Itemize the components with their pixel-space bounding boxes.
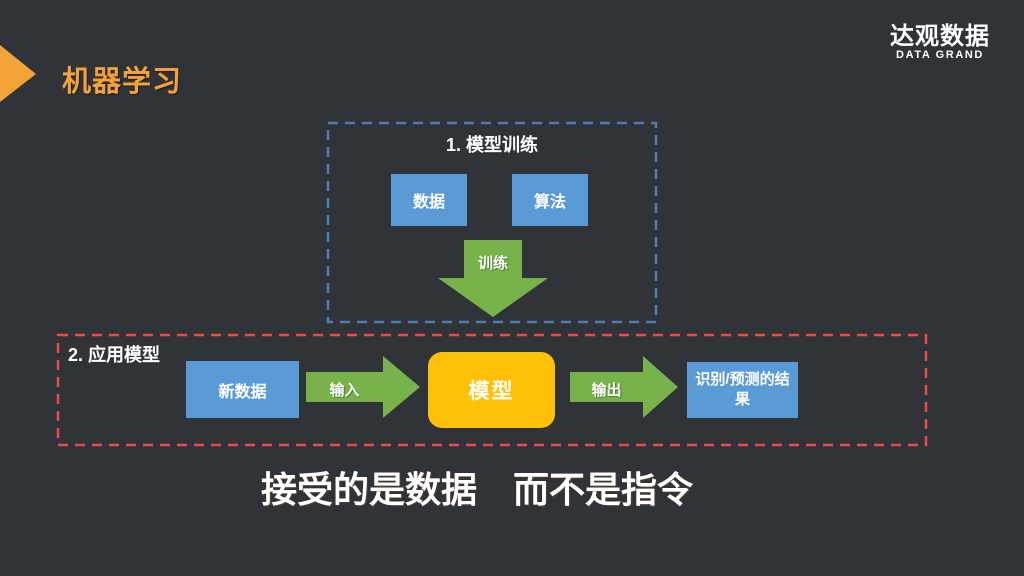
apply-section-title: 2. 应用模型 — [68, 345, 161, 365]
brand-logo-en-text: DATA GRAND — [896, 49, 984, 61]
brand-logo-cn-text: 达观数据 — [890, 23, 990, 50]
new-data-box: 新数据 — [186, 361, 299, 418]
page-title: 机器学习 — [62, 66, 183, 98]
output-arrow-label: 输出 — [591, 382, 622, 399]
input-arrow-label: 输入 — [329, 382, 360, 399]
result-box: 识别/预测的结果 — [687, 362, 798, 418]
data-box: 数据 — [391, 174, 467, 226]
train-arrow-label: 训练 — [477, 255, 508, 272]
caption-text: 接受的是数据 而不是指令 — [260, 469, 693, 510]
model-box: 模型 — [428, 352, 555, 428]
algorithm-box: 算法 — [512, 174, 588, 226]
title-marker-triangle-icon — [0, 45, 36, 102]
training-section-title: 1. 模型训练 — [445, 135, 538, 155]
brand-logo: 达观数据 DATA GRAND — [890, 24, 990, 62]
